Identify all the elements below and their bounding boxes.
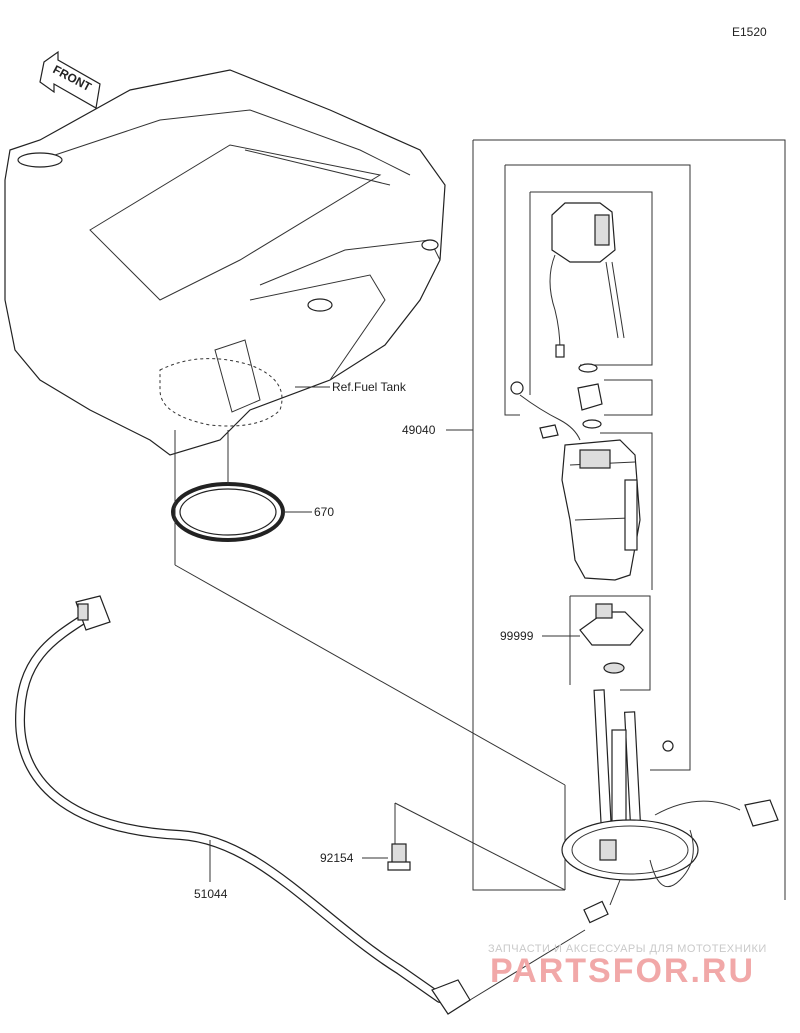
connector-fitting [577, 383, 603, 411]
pump-mount-flange [561, 689, 779, 924]
callout-49040: 49040 [402, 423, 436, 437]
callout-92154: 92154 [320, 851, 354, 865]
seal-ring [603, 662, 625, 674]
bolt [387, 843, 411, 871]
wire-lead [519, 394, 581, 441]
pump-filter-bracket [579, 603, 644, 646]
callout-670: 670 [314, 505, 334, 519]
fuel-pump-body [561, 439, 641, 581]
watermark-brand: PARTSFOR.RU [490, 952, 755, 990]
o-ring-upper [578, 363, 598, 373]
fuel-tank-outline [4, 69, 446, 456]
callout-99999: 99999 [500, 629, 534, 643]
nut-small [662, 740, 674, 752]
fuel-level-sender [549, 202, 625, 358]
nut [510, 381, 524, 395]
ref-fuel-tank-label: Ref.Fuel Tank [332, 380, 407, 394]
callout-51044: 51044 [194, 887, 228, 901]
fuel-hose [14, 595, 586, 1015]
watermark-tagline: ЗАПЧАСТИ И АКСЕССУАРЫ ДЛЯ МОТОТЕХНИКИ [488, 943, 767, 955]
assembly-frame [174, 139, 786, 900]
front-direction-arrow: FRONT [39, 50, 101, 109]
diagram-code: E1520 [732, 25, 767, 39]
gasket-ring [171, 482, 285, 542]
o-ring-lower [582, 419, 602, 429]
